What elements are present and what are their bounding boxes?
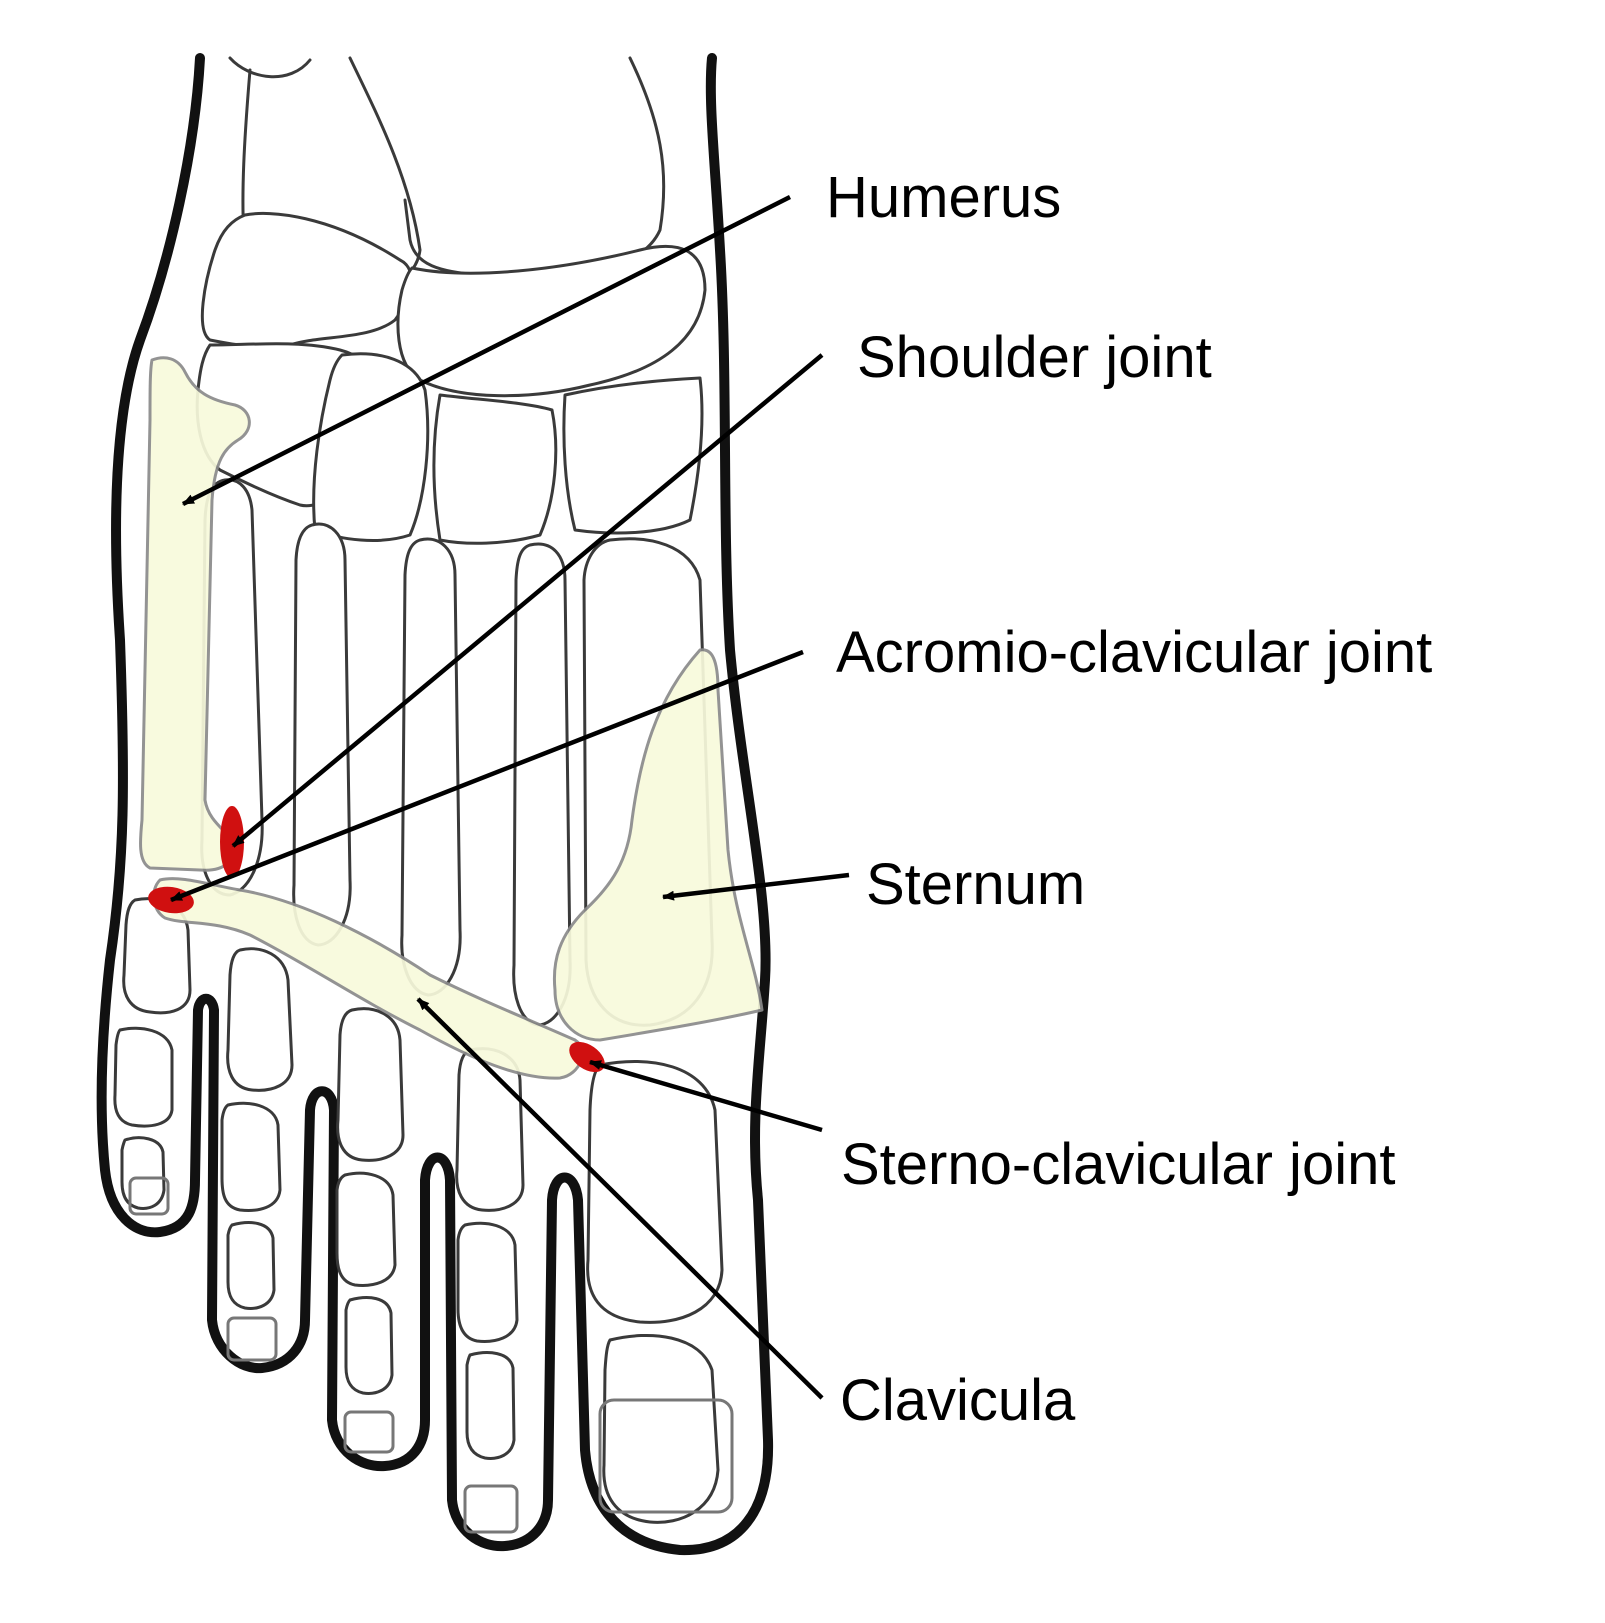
metatarsal-4 <box>292 522 352 947</box>
clavicula-leader <box>416 997 824 1400</box>
toe3-middle <box>335 1171 397 1287</box>
label-sternum: Sternum <box>866 852 1085 917</box>
toe3-proximal <box>336 1007 405 1162</box>
highlighted-regions <box>138 356 764 1080</box>
metatarsal-3 <box>400 537 462 997</box>
navicular-outline <box>403 56 666 279</box>
clavicula-highlight <box>152 877 584 1080</box>
label-sterno-clavicular-joint: Sterno-clavicular joint <box>841 1132 1395 1197</box>
humerus-highlight <box>138 356 251 872</box>
label-humerus: Humerus <box>826 165 1061 230</box>
tarsal-bones <box>195 56 707 545</box>
leader-lines <box>170 194 850 1400</box>
shoulder-joint-marker <box>220 806 244 878</box>
tarsal-bone-1 <box>200 212 413 349</box>
foot-outline <box>96 53 774 1556</box>
toe2-distal <box>465 1351 516 1460</box>
sterno-clavicular-joint-leader <box>589 1059 823 1133</box>
toe4-proximal <box>226 947 294 1092</box>
phalanges <box>113 897 734 1534</box>
toe3-nail <box>343 1410 395 1454</box>
label-clavicula: Clavicula <box>840 1368 1076 1433</box>
labels: Humerus Shoulder joint Acromio-clavicula… <box>826 165 1432 1433</box>
toe5-middle <box>113 1026 174 1128</box>
toe1-proximal <box>586 1059 724 1324</box>
toe4-middle <box>220 1101 282 1212</box>
humerus-leader <box>181 194 792 507</box>
shoulder-joint-leader <box>231 353 824 848</box>
toe1-distal <box>602 1334 720 1524</box>
label-acromio-clavicular-joint: Acromio-clavicular joint <box>836 620 1432 685</box>
sternum-highlight <box>552 648 764 1042</box>
cuneiform-3 <box>562 376 704 535</box>
toe5-nail <box>128 1176 170 1216</box>
cuneiform-2 <box>432 393 558 545</box>
cuneiform-1 <box>312 352 430 542</box>
acromio-clavicular-joint-leader <box>170 649 804 903</box>
toe1-nail <box>598 1398 734 1514</box>
toe5-distal <box>120 1136 166 1210</box>
sternum-leader <box>662 872 850 901</box>
toe4-nail <box>226 1316 278 1362</box>
label-shoulder-joint: Shoulder joint <box>857 325 1212 390</box>
toe3-distal <box>344 1296 394 1395</box>
toe2-middle <box>456 1221 519 1343</box>
toe2-nail <box>463 1484 519 1534</box>
toe4-distal <box>226 1221 276 1310</box>
